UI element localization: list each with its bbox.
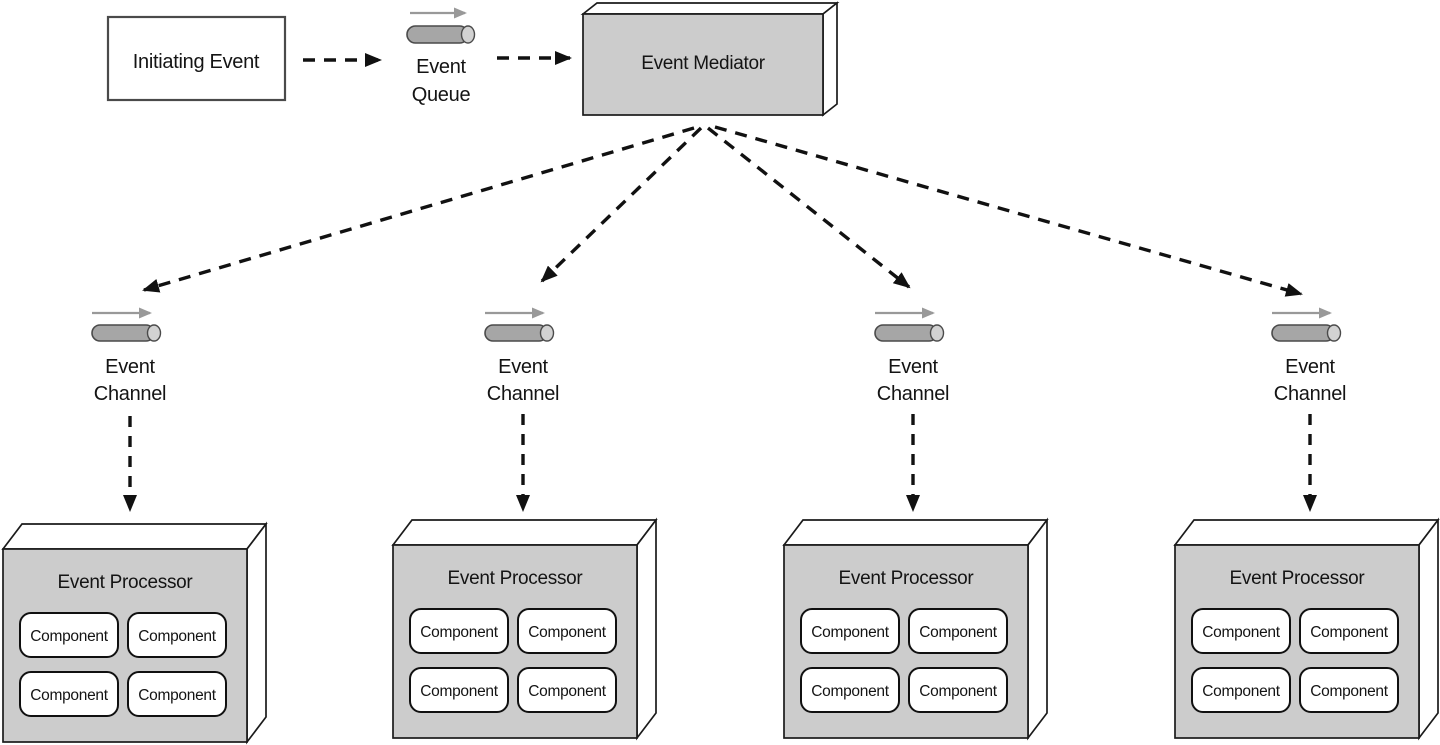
event-processor-4-top-face	[1173, 519, 1440, 546]
event-processor-1-title: Event Processor	[58, 572, 194, 593]
processor-3-component-4-label: Component	[919, 683, 997, 700]
processor-2-component-4-label: Component	[528, 683, 606, 700]
event-channel-3-label-line1: Event	[888, 356, 938, 378]
processor-4-component-2-box	[1299, 608, 1399, 654]
event-channel-4-label-line2: Channel	[1274, 383, 1346, 405]
event-processor-2-title: Event Processor	[448, 568, 584, 589]
processor-3-component-1-box	[800, 608, 900, 654]
event-channel-1-label-line2: Channel	[94, 383, 166, 405]
processor-1-component-3-box	[19, 671, 119, 717]
processor-2-component-1-label: Component	[420, 624, 498, 641]
processor-3-component-3-box	[800, 667, 900, 713]
queue-cylinder-icon	[406, 25, 469, 44]
event-processor-4-right-face	[1418, 517, 1439, 741]
event-processor-3-right-face	[1027, 517, 1048, 741]
event-channel-3-node: Event Channel	[874, 307, 950, 405]
processor-4-component-1-box	[1191, 608, 1291, 654]
processor-3-component-1-label: Component	[811, 624, 889, 641]
event-processor-2-node: Event Processor Component Component Comp…	[391, 517, 658, 741]
processor-2-component-4-box	[517, 667, 617, 713]
processor-3-component-3-label: Component	[811, 683, 889, 700]
processor-3-component-2-label: Component	[919, 624, 997, 641]
arrow-mediator-to-channel-4	[714, 125, 1303, 297]
event-processor-4-node: Event Processor Component Component Comp…	[1173, 517, 1440, 741]
processor-3-component-2-box	[908, 608, 1008, 654]
event-processor-1-top-face	[1, 523, 268, 550]
processor-1-component-4-box	[127, 671, 227, 717]
processor-4-component-3-label: Component	[1202, 683, 1280, 700]
channel-3-cylinder-icon	[874, 324, 938, 342]
channel-3-cylinder-cap-icon	[929, 324, 945, 342]
event-channel-1-label-line1: Event	[105, 356, 155, 378]
event-processor-2-top-face	[391, 519, 658, 546]
event-processor-3-top-face	[782, 519, 1049, 546]
event-queue-label-line1: Event	[416, 56, 466, 78]
event-processor-1-node: Event Processor Component Component Comp…	[1, 521, 268, 745]
event-channel-3-label-line2: Channel	[877, 383, 949, 405]
event-processor-4-title: Event Processor	[1230, 568, 1366, 589]
event-channel-2-label-line2: Channel	[487, 383, 559, 405]
channel-4-cylinder-cap-icon	[1326, 324, 1342, 342]
event-mediator-label: Event Mediator	[641, 53, 766, 74]
processor-3-component-4-box	[908, 667, 1008, 713]
channel-2-cylinder-cap-icon	[539, 324, 555, 342]
event-mediator-node: Event Mediator	[580, 1, 840, 117]
initiating-event-node: Initiating Event	[106, 15, 287, 102]
arrow-mediator-to-channel-1	[142, 126, 695, 293]
processor-1-component-2-box	[127, 612, 227, 658]
event-channel-2-node: Event Channel	[484, 307, 560, 405]
processor-1-component-1-box	[19, 612, 119, 658]
event-channel-2-label-line1: Event	[498, 356, 548, 378]
processor-1-component-4-label: Component	[138, 687, 216, 704]
processor-2-component-1-box	[409, 608, 509, 654]
processor-1-component-3-label: Component	[30, 687, 108, 704]
channel-2-cylinder-icon	[484, 324, 548, 342]
processor-4-component-1-label: Component	[1202, 624, 1280, 641]
event-mediator-box	[582, 13, 824, 116]
processor-1-component-2-label: Component	[138, 628, 216, 645]
processor-4-component-3-box	[1191, 667, 1291, 713]
processor-4-component-4-box	[1299, 667, 1399, 713]
event-processor-1-right-face	[246, 521, 267, 745]
queue-cylinder-cap-icon	[460, 25, 476, 44]
channel-1-cylinder-cap-icon	[146, 324, 162, 342]
initiating-event-box	[106, 15, 287, 102]
processor-2-component-3-label: Component	[420, 683, 498, 700]
arrow-mediator-to-channel-2	[540, 126, 703, 283]
initiating-event-label: Initiating Event	[133, 51, 260, 73]
processor-4-component-2-label: Component	[1310, 624, 1388, 641]
processor-2-component-2-label: Component	[528, 624, 606, 641]
event-mediator-top-face	[580, 2, 840, 15]
event-queue-label-line2: Queue	[412, 84, 471, 106]
event-processor-3-title: Event Processor	[839, 568, 975, 589]
event-processor-2-right-face	[636, 517, 657, 741]
processor-4-component-4-label: Component	[1310, 683, 1388, 700]
processor-2-component-3-box	[409, 667, 509, 713]
event-channel-1-node: Event Channel	[91, 307, 167, 405]
arrow-mediator-to-channel-3	[706, 126, 911, 289]
channel-4-cylinder-icon	[1271, 324, 1335, 342]
event-mediator-right-face	[822, 1, 838, 117]
event-queue-node: Event Queue	[406, 7, 476, 106]
event-processor-3-node: Event Processor Component Component Comp…	[782, 517, 1049, 741]
event-channel-4-node: Event Channel	[1271, 307, 1347, 405]
processor-1-component-1-label: Component	[30, 628, 108, 645]
channel-1-cylinder-icon	[91, 324, 155, 342]
event-channel-4-label-line1: Event	[1285, 356, 1335, 378]
processor-2-component-2-box	[517, 608, 617, 654]
